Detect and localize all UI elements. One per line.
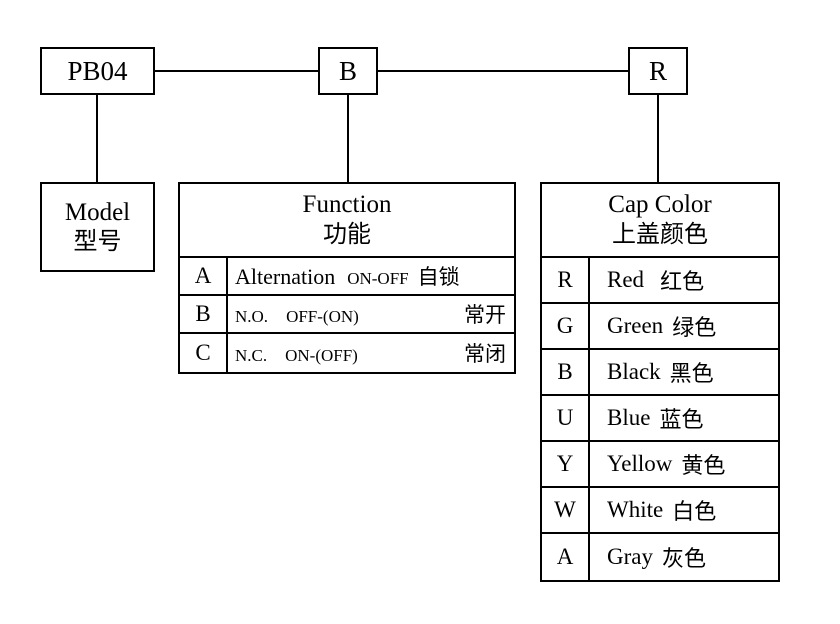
cap-color-row-description: Yellow 黄色	[590, 442, 778, 486]
table-row: G Green 绿色	[542, 303, 778, 350]
function-header-cn: 功能	[323, 219, 371, 248]
code-box-function-label: B	[338, 55, 357, 86]
cap-color-row-description: Green 绿色	[590, 304, 778, 348]
table-row: A Alternation ON-OFF 自锁	[180, 257, 514, 296]
connector-r-down	[657, 95, 659, 182]
table-row: A Gray 灰色	[542, 533, 778, 580]
cap-color-name-cn: 白色	[672, 499, 717, 525]
cap-color-row-code: R	[542, 257, 590, 302]
code-box-pb04-label: PB04	[67, 55, 128, 86]
cap-color-row-description: Black 黑色	[590, 350, 778, 394]
function-row-code: C	[180, 333, 228, 372]
connector-b-to-r	[378, 70, 628, 72]
model-legend-box: Model 型号	[40, 182, 155, 272]
cap-color-legend-table: Cap Color 上盖颜色 R Red 红色 G Green 绿色 B Bla…	[540, 182, 780, 582]
cap-color-name-en: Yellow	[607, 450, 673, 476]
function-row-term: N.O.	[235, 306, 269, 326]
cap-color-name-en: Green	[607, 312, 664, 338]
table-row: U Blue 蓝色	[542, 395, 778, 442]
cap-color-name-en: White	[607, 496, 664, 522]
connector-b-down	[347, 95, 349, 182]
connector-pb04-to-b	[155, 70, 318, 72]
cap-color-name-cn: 红色	[660, 269, 705, 295]
function-header-en: Function	[302, 191, 392, 218]
cap-color-row-code: U	[542, 395, 590, 440]
function-row-cn: 常闭	[464, 341, 506, 366]
function-row-state: ON-(OFF)	[285, 345, 358, 365]
cap-color-name-cn: 黑色	[669, 361, 714, 387]
function-row-term: N.C.	[235, 345, 268, 365]
table-row: R Red 红色	[542, 257, 778, 304]
function-row-description: N.O. OFF-(ON) 常开	[228, 296, 514, 332]
cap-color-name-en: Black	[607, 358, 661, 384]
cap-color-row-code: B	[542, 349, 590, 394]
function-legend-table: Function 功能 A Alternation ON-OFF 自锁 B N.…	[178, 182, 516, 374]
table-row: B Black 黑色	[542, 349, 778, 396]
model-label-en: Model	[64, 198, 131, 226]
table-row: W White 白色	[542, 487, 778, 534]
table-row: Y Yellow 黄色	[542, 441, 778, 488]
cap-color-table-header: Cap Color 上盖颜色	[542, 184, 778, 258]
connector-pb04-down	[96, 95, 98, 182]
function-row-cn: 自锁	[417, 264, 460, 289]
function-row-state: OFF-(ON)	[286, 306, 359, 326]
table-row: B N.O. OFF-(ON) 常开	[180, 295, 514, 334]
cap-color-name-en: Red	[607, 266, 645, 292]
cap-color-name-cn: 黄色	[681, 453, 726, 479]
cap-color-name-cn: 绿色	[672, 315, 717, 341]
code-box-pb04: PB04	[40, 47, 155, 95]
cap-color-row-code: A	[542, 533, 590, 580]
cap-color-row-description: Blue 蓝色	[590, 396, 778, 440]
function-row-term: Alternation	[235, 263, 336, 289]
cap-color-row-description: Gray 灰色	[590, 534, 778, 580]
cap-color-header-cn: 上盖颜色	[612, 219, 708, 248]
cap-color-name-en: Gray	[607, 543, 653, 569]
model-label-cn: 型号	[73, 226, 122, 255]
function-row-code: B	[180, 295, 228, 332]
function-row-code: A	[180, 257, 228, 294]
code-box-capcolor: R	[628, 47, 688, 95]
cap-color-name-en: Blue	[607, 404, 651, 430]
cap-color-row-code: W	[542, 487, 590, 532]
function-row-description: Alternation ON-OFF 自锁	[228, 258, 514, 294]
function-row-description: N.C. ON-(OFF) 常闭	[228, 334, 514, 372]
cap-color-row-description: Red 红色	[590, 258, 778, 302]
cap-color-name-cn: 灰色	[661, 546, 706, 572]
cap-color-name-cn: 蓝色	[659, 407, 704, 433]
cap-color-row-description: White 白色	[590, 488, 778, 532]
cap-color-row-code: Y	[542, 441, 590, 486]
function-table-header: Function 功能	[180, 184, 514, 258]
code-box-function: B	[318, 47, 378, 95]
function-row-cn: 常开	[464, 302, 506, 327]
table-row: C N.C. ON-(OFF) 常闭	[180, 333, 514, 372]
cap-color-header-en: Cap Color	[608, 191, 712, 218]
function-row-state: ON-OFF	[347, 268, 409, 288]
code-box-capcolor-label: R	[648, 55, 667, 86]
cap-color-row-code: G	[542, 303, 590, 348]
